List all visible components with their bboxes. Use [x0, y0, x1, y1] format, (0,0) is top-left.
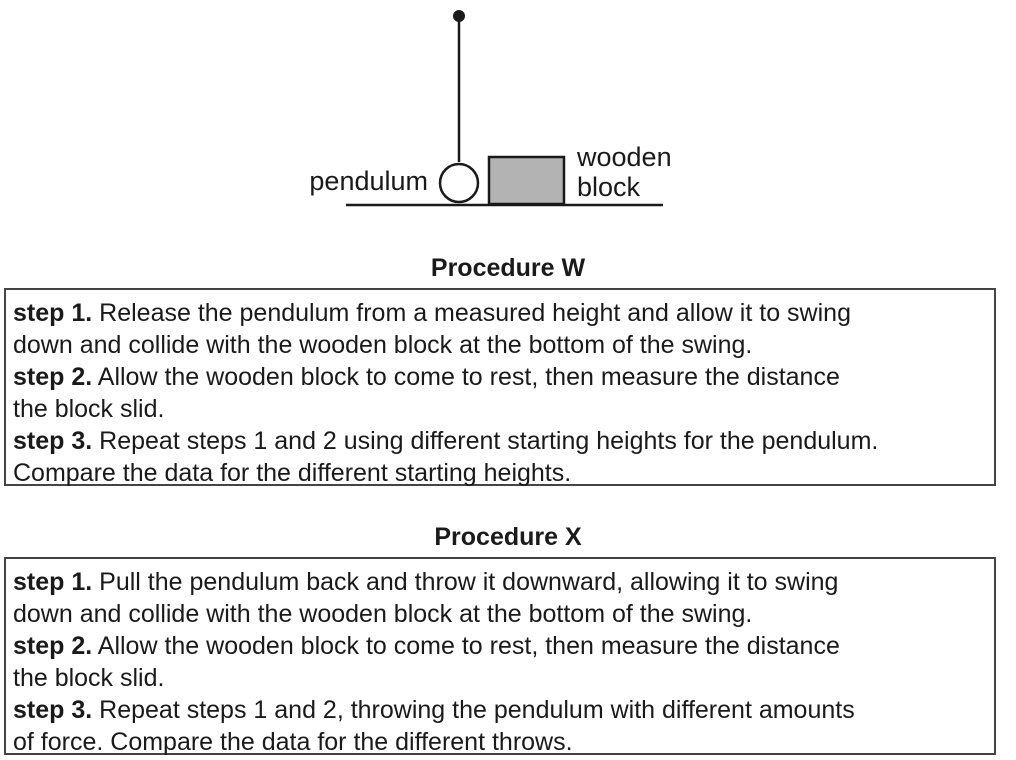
- step-label: step 2.: [13, 363, 93, 391]
- procedure-x-title: Procedure X: [434, 523, 582, 551]
- procedure-x-step-3: step 3. Repeat steps 1 and 2, throwing t…: [13, 694, 994, 758]
- pendulum-bob: [438, 162, 480, 204]
- step-label: step 3.: [13, 696, 93, 724]
- procedure-x-box: step 1. Pull the pendulum back and throw…: [4, 557, 996, 758]
- wooden-block-label-line1: wooden: [576, 142, 672, 172]
- step-label: step 2.: [13, 632, 93, 660]
- step-text: Pull the pendulum back and throw it down…: [13, 568, 839, 628]
- wooden-block: [487, 155, 566, 206]
- procedure-x-step-2: step 2. Allow the wooden block to come t…: [13, 630, 994, 694]
- procedure-x-step-1: step 1. Pull the pendulum back and throw…: [13, 566, 994, 630]
- step-text: Repeat steps 1 and 2 using different sta…: [13, 427, 879, 487]
- step-label: step 1.: [13, 299, 93, 327]
- procedure-w-title: Procedure W: [430, 254, 586, 282]
- pendulum-diagram: pendulum wooden block: [309, 10, 672, 207]
- step-text: Repeat steps 1 and 2, throwing the pendu…: [13, 696, 855, 756]
- step-text: Allow the wooden block to come to rest, …: [13, 632, 840, 692]
- procedure-w-step-3: step 3. Repeat steps 1 and 2 using diffe…: [13, 425, 994, 489]
- step-label: step 1.: [13, 568, 93, 596]
- step-text: Release the pendulum from a measured hei…: [13, 299, 851, 359]
- step-text: Allow the wooden block to come to rest, …: [13, 363, 840, 423]
- pendulum-label: pendulum: [309, 166, 428, 196]
- wooden-block-label-line2: block: [577, 172, 641, 202]
- procedure-w-box: step 1. Release the pendulum from a meas…: [4, 288, 996, 489]
- step-label: step 3.: [13, 427, 93, 455]
- procedure-w-step-2: step 2. Allow the wooden block to come t…: [13, 361, 994, 425]
- procedure-w-step-1: step 1. Release the pendulum from a meas…: [13, 297, 994, 361]
